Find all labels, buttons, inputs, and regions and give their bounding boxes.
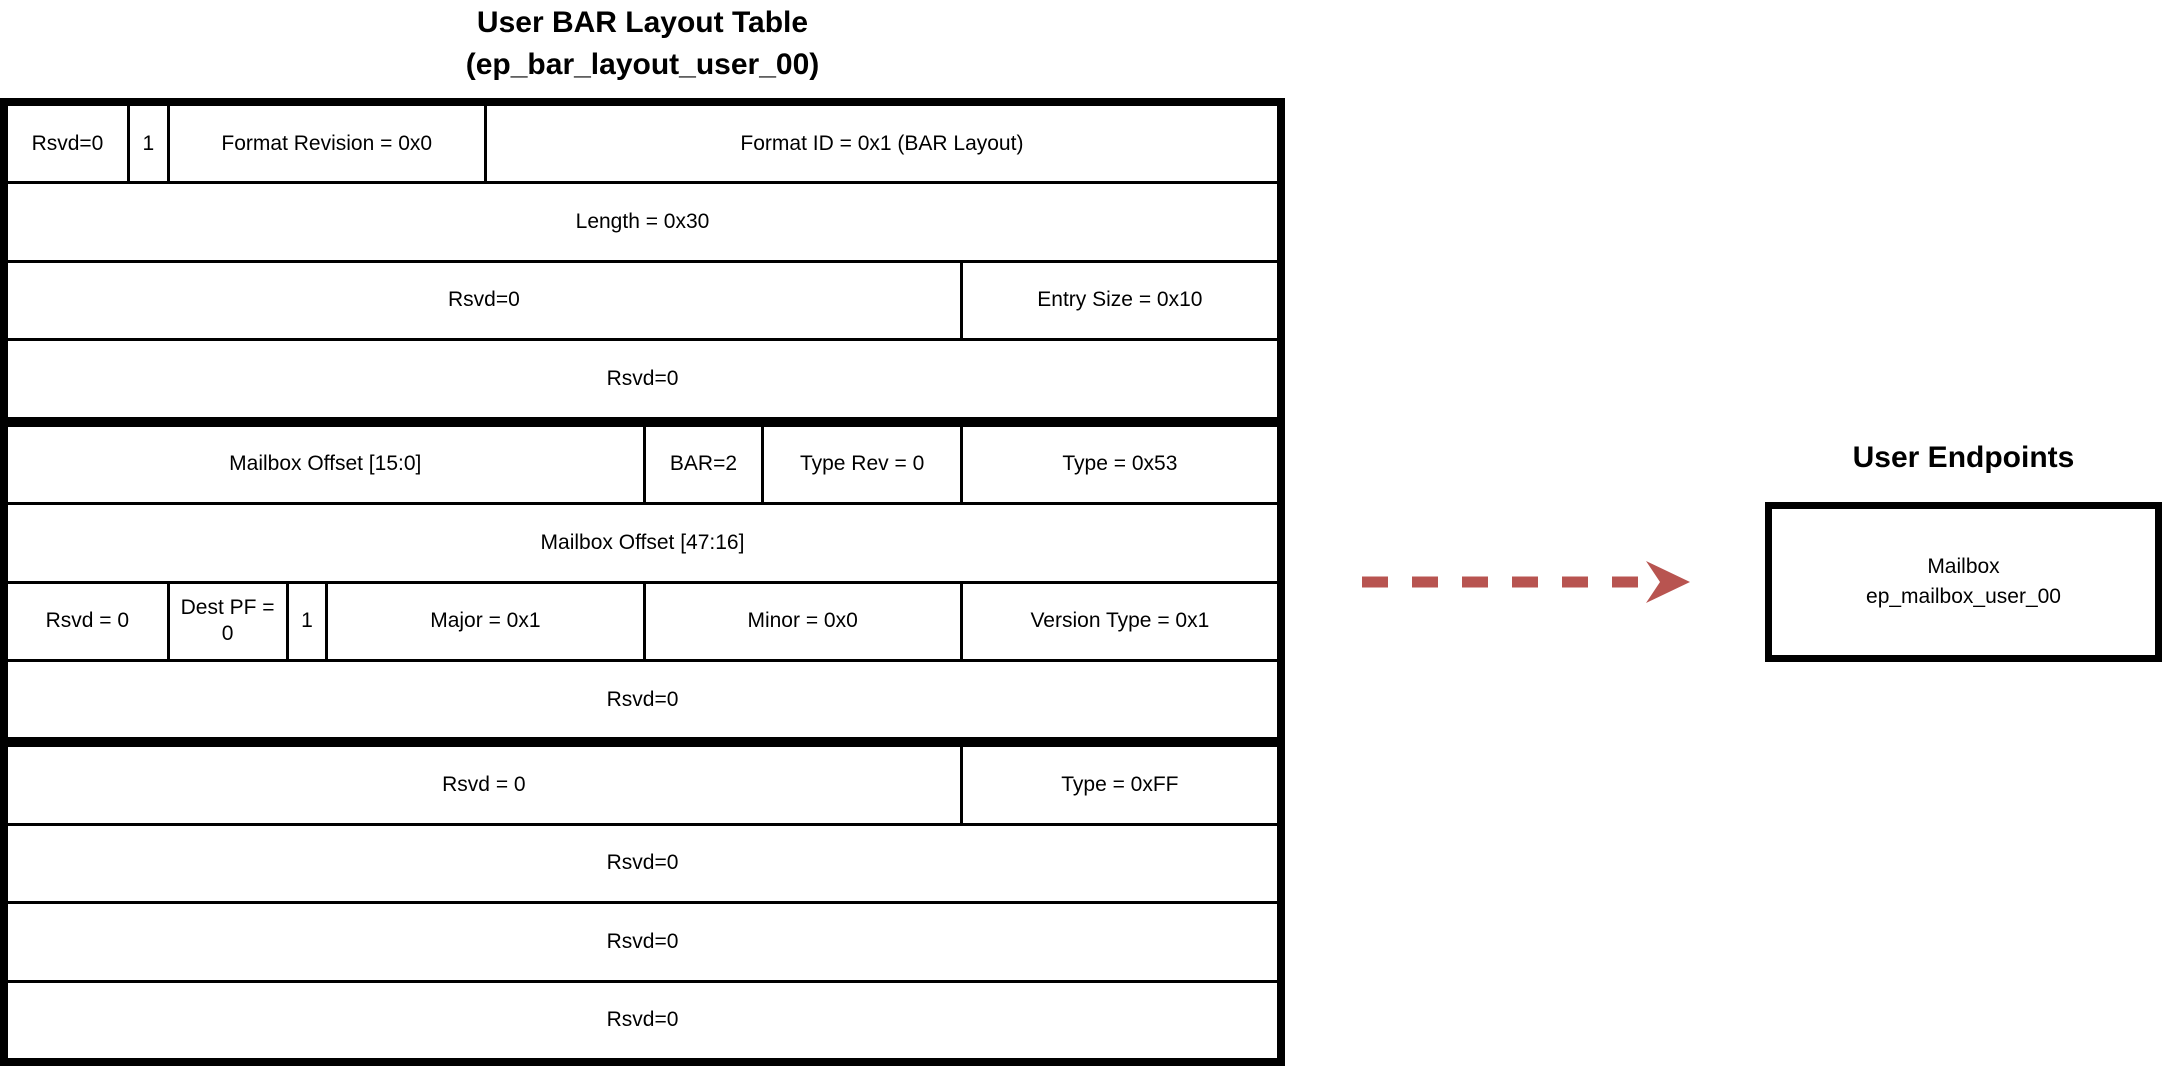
table-cell: Rsvd = 0 (442, 772, 526, 796)
table-cell: 1 (285, 583, 326, 659)
bar-table-title-line1: User BAR Layout Table (476, 6, 809, 39)
table-cell: Mailbox Offset [15:0] (229, 452, 422, 476)
mailbox-endpoint-label-line1: Mailbox (1927, 555, 2000, 578)
user-endpoints-title: User Endpoints (1852, 441, 2075, 474)
table-row: Rsvd=0 (8, 979, 1277, 1058)
table-cell: Dest PF = 0 (166, 583, 286, 659)
table-row: Rsvd=0 (8, 822, 1277, 901)
table-row: Length = 0x30 (8, 181, 1277, 259)
mailbox-endpoint-label: Mailbox ep_mailbox_user_00 (1866, 552, 2061, 612)
bar-table-title: User BAR Layout Table (ep_bar_layout_use… (0, 2, 1285, 86)
table-row: Rsvd=0 Entry Size = 0x10 (8, 259, 1277, 339)
table-cell: Length = 0x30 (575, 210, 710, 233)
table-cell: Rsvd=0 (606, 1008, 679, 1032)
table-cell: Entry Size = 0x10 (959, 262, 1277, 339)
table-cell: Type = 0xFF (959, 747, 1277, 823)
table-row: Rsvd=0 (8, 901, 1277, 979)
table-cell: BAR=2 (642, 426, 762, 503)
table-cell: 1 (126, 106, 167, 182)
table-cell: Rsvd=0 (606, 687, 679, 711)
mailbox-endpoint-label-line2: ep_mailbox_user_00 (1866, 585, 2061, 608)
table-cell: Minor = 0x0 (642, 583, 960, 659)
table-group-terminator-entry: Rsvd = 0 Type = 0xFF Rsvd=0 Rsvd=0 Rsvd=… (8, 737, 1277, 1058)
table-cell: Format ID = 0x1 (BAR Layout) (483, 106, 1277, 182)
table-cell: Rsvd=0 (606, 929, 679, 953)
bar-table-title-line2: (ep_bar_layout_user_00) (465, 48, 820, 81)
table-cell: Major = 0x1 (325, 583, 642, 659)
table-cell: Type Rev = 0 (761, 426, 959, 503)
table-cell: Type = 0x53 (959, 426, 1277, 503)
table-row: Mailbox Offset [15:0] BAR=2 Type Rev = 0… (8, 426, 1277, 503)
table-row: Rsvd = 0 Dest PF = 0 1 Major = 0x1 Minor… (8, 580, 1277, 659)
table-group-mailbox-entry: Mailbox Offset [15:0] BAR=2 Type Rev = 0… (8, 416, 1277, 738)
mailbox-endpoint-box: Mailbox ep_mailbox_user_00 (1765, 502, 2162, 662)
table-cell: Rsvd=0 (606, 366, 679, 390)
table-row: Rsvd = 0 Type = 0xFF (8, 747, 1277, 823)
table-row: Rsvd=0 (8, 338, 1277, 416)
bar-layout-table: Rsvd=0 1 Format Revision = 0x0 Format ID… (0, 98, 1285, 1066)
table-row: Rsvd=0 1 Format Revision = 0x0 Format ID… (8, 106, 1277, 182)
table-row: Rsvd=0 (8, 658, 1277, 737)
table-cell: Rsvd=0 (447, 288, 520, 312)
table-cell: Rsvd=0 (31, 131, 104, 155)
table-cell: Version Type = 0x1 (959, 583, 1277, 659)
table-cell: Rsvd = 0 (45, 609, 130, 633)
table-cell: Mailbox Offset [47:16] (540, 530, 745, 554)
table-group-header: Rsvd=0 1 Format Revision = 0x0 Format ID… (8, 106, 1277, 417)
table-row: Mailbox Offset [47:16] (8, 502, 1277, 580)
table-cell: Format Revision = 0x0 (166, 106, 484, 182)
table-cell: Rsvd=0 (606, 851, 679, 875)
